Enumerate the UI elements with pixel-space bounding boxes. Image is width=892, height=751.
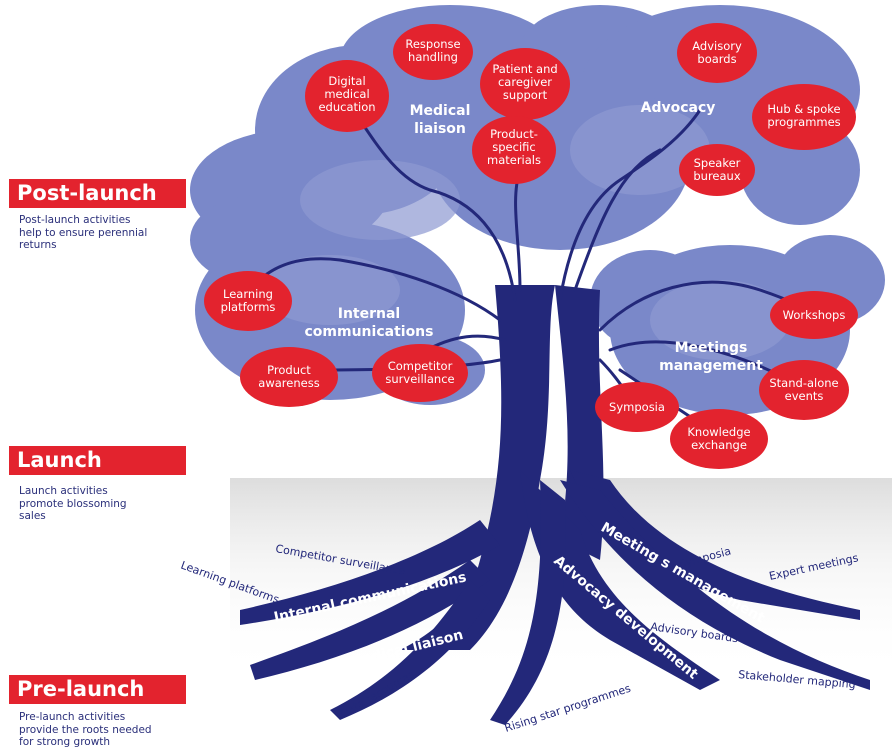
canopy-highlights: [260, 105, 790, 360]
svg-text:Symposia: Symposia: [609, 400, 665, 414]
phase-banner-pre-launch: Pre-launch: [9, 675, 186, 704]
bubble-symposia: Symposia: [595, 382, 679, 432]
svg-text:Workshops: Workshops: [783, 308, 846, 322]
cluster-advocacy: Advocacy: [641, 100, 716, 116]
phase-desc-pre-launch: Pre-launch activities provide the roots …: [19, 711, 152, 748]
tree-trunk: [240, 285, 870, 725]
phase-banner-launch: Launch: [9, 446, 186, 475]
phase-desc-launch: Launch activities promote blossoming sal…: [19, 485, 127, 522]
phase-desc-post-launch: Post-launch activities help to ensure pe…: [19, 214, 148, 251]
phase-banner-post-launch: Post-launch: [9, 179, 186, 208]
bubble-workshops: Workshops: [770, 291, 858, 339]
